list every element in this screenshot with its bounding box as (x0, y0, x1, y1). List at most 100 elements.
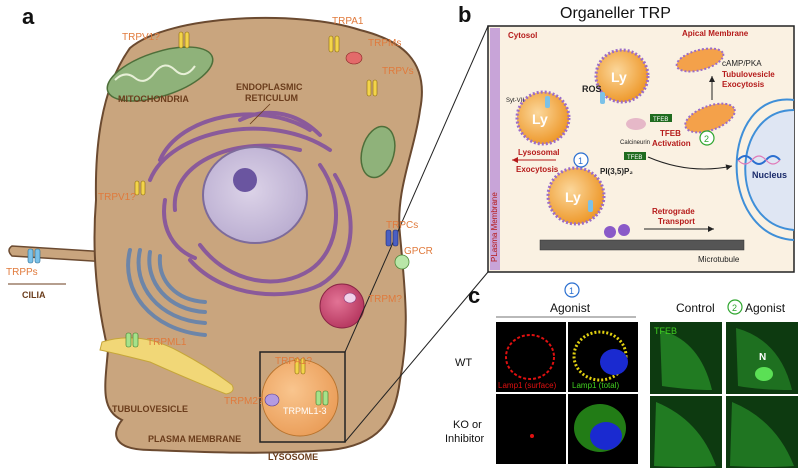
motor-protein-1 (604, 226, 616, 238)
label-tfeb-act-2: Activation (652, 139, 691, 148)
lysosome-a (261, 359, 339, 437)
label-apical-membrane: Apical Membrane (682, 29, 749, 38)
label-trpvs: TRPVs (382, 66, 414, 77)
tubulovesicle-b-bottom (684, 102, 736, 134)
mitochondrion-top (106, 46, 214, 102)
channel-trpps-icon (27, 248, 41, 264)
label-syt: Syt-VII (506, 98, 524, 104)
gpcr-icon (394, 254, 410, 270)
micro-wt-total-label: Lamp1 (total) (572, 381, 619, 390)
cilium-shape (8, 245, 109, 263)
label-tubulo-exo-1: Tubulovesicle (722, 70, 775, 79)
label-ros: ROS (582, 84, 602, 94)
label-plasma-membrane-b: PLasma Membrane (490, 192, 499, 262)
label-tubulo-exo-2: Exocytosis (722, 80, 765, 89)
micro-tfeb-agonist-bottom-cell (730, 402, 794, 467)
channel-trpv1-er-icon (134, 180, 146, 196)
micro-wt-surface-label: Lamp1 (surface) (498, 381, 557, 390)
c-row-ko-1: KO or (453, 419, 482, 431)
red-vesicle (319, 283, 365, 329)
label-tfeb-top: TFEB (653, 117, 668, 123)
microtubule-bar (539, 239, 745, 251)
micro-tfeb-agonist-nucleus (755, 367, 773, 381)
lysosome-b-top: Ly (594, 48, 650, 104)
c-group2-agonist: Agonist (745, 301, 786, 315)
label-calcineurin: Calcineurin (620, 140, 650, 146)
ly-text-bottom: Ly (565, 189, 581, 205)
zoom-line-bottom (344, 271, 489, 443)
step2-badge (699, 130, 715, 146)
c-group1-title: Agonist (550, 301, 591, 315)
ly-text-left: Ly (532, 111, 548, 127)
c-group2-control: Control (676, 301, 715, 315)
label-camp-pka: cAMP/PKA (722, 59, 762, 68)
micro-tfeb-control-bottom-cell (654, 402, 716, 467)
panel-c-label: c (468, 283, 480, 308)
label-trpcs: TRPCs (386, 220, 418, 231)
micro-tfeb-agonist-top-cell (736, 328, 792, 390)
label-trpv1-top: TRPV1? (122, 32, 160, 43)
er-leader (249, 103, 271, 125)
label-tubulovesicle: TUBULOVESICLE (112, 404, 188, 414)
inset-box (259, 351, 346, 443)
label-lyso-exo-2: Exocytosis (516, 165, 559, 174)
label-microtubule: Microtubule (698, 255, 740, 264)
label-trpms: TRPMs (368, 38, 401, 49)
channel-trpvs-icon (366, 79, 378, 97)
tfeb-box-bottom (624, 152, 646, 160)
label-plasma-membrane: PLASMA MEMBRANE (148, 434, 241, 444)
tubulovesicle-shape (99, 337, 234, 395)
c-group1-badge (564, 282, 580, 298)
label-trpml1-3: TRPML1-3 (283, 406, 327, 416)
label-nucleus-b: Nucleus (752, 170, 787, 180)
motor-protein-2 (618, 224, 630, 236)
micro-wt-surface-ring (505, 334, 555, 380)
channel-trpml1-3-icon (315, 390, 329, 406)
tubulovesicle-b-top (675, 47, 725, 73)
label-pi35p2: PI(3,5)P₂ (600, 167, 633, 176)
channel-trpv1-top-icon (178, 31, 190, 49)
c-row-wt: WT (455, 357, 472, 369)
micro-tfeb-control-top-cell (660, 330, 712, 390)
panel-b-label: b (458, 2, 471, 27)
label-trpv1-er: TRPV1? (98, 192, 136, 203)
channel-trpms-icon (345, 51, 363, 65)
micro-ko-dot (530, 434, 534, 438)
label-tfeb-bottom: TFEB (627, 155, 642, 161)
step1-badge (573, 152, 589, 168)
label-cytosol: Cytosol (508, 31, 537, 40)
label-trpm2: TRPM2? (224, 396, 264, 407)
dna-strand-2 (737, 155, 781, 165)
micro-wt-total-nucleus (600, 349, 628, 375)
channel-trpcs-icon (385, 229, 399, 247)
label-trpm: TRPM? (368, 294, 402, 305)
lysosome-b-left: Ly (515, 90, 571, 146)
label-trpps: TRPPs (6, 267, 38, 278)
channel-trpa1-icon (328, 35, 340, 53)
label-trpml1: TRPML1 (147, 337, 187, 348)
label-er-line2: RETICULUM (245, 93, 298, 103)
ly-text-top: Ly (611, 69, 627, 85)
channel-trpa1-lyso-icon (294, 357, 306, 375)
zoom-line-top (344, 25, 489, 353)
mitochondrion-right (360, 125, 396, 179)
step2-number: 2 (704, 134, 709, 144)
label-cilia: CILIA (22, 290, 46, 300)
lysosome-b-bottom: Ly (546, 166, 606, 226)
endoplasmic-reticulum (148, 110, 353, 297)
calcineurin-blob (626, 118, 646, 130)
step1-number: 1 (578, 156, 583, 166)
plasma-membrane-bar (490, 28, 500, 270)
label-retrograde-2: Transport (658, 217, 695, 226)
nucleus-b-outer (735, 98, 795, 241)
nucleus-b-inner (744, 109, 795, 231)
c-group1-number: 1 (569, 286, 574, 296)
label-lyso-exo-1: Lysosomal (518, 148, 560, 157)
panel-b-title: Organeller TRP (560, 5, 671, 22)
micro-ko-total-nucleus (590, 422, 622, 450)
c-row-ko-2: Inhibitor (445, 433, 484, 445)
label-lysosome: LYSOSOME (268, 452, 318, 462)
channel-trpm2-icon (264, 393, 280, 407)
dna-strand (737, 155, 781, 165)
